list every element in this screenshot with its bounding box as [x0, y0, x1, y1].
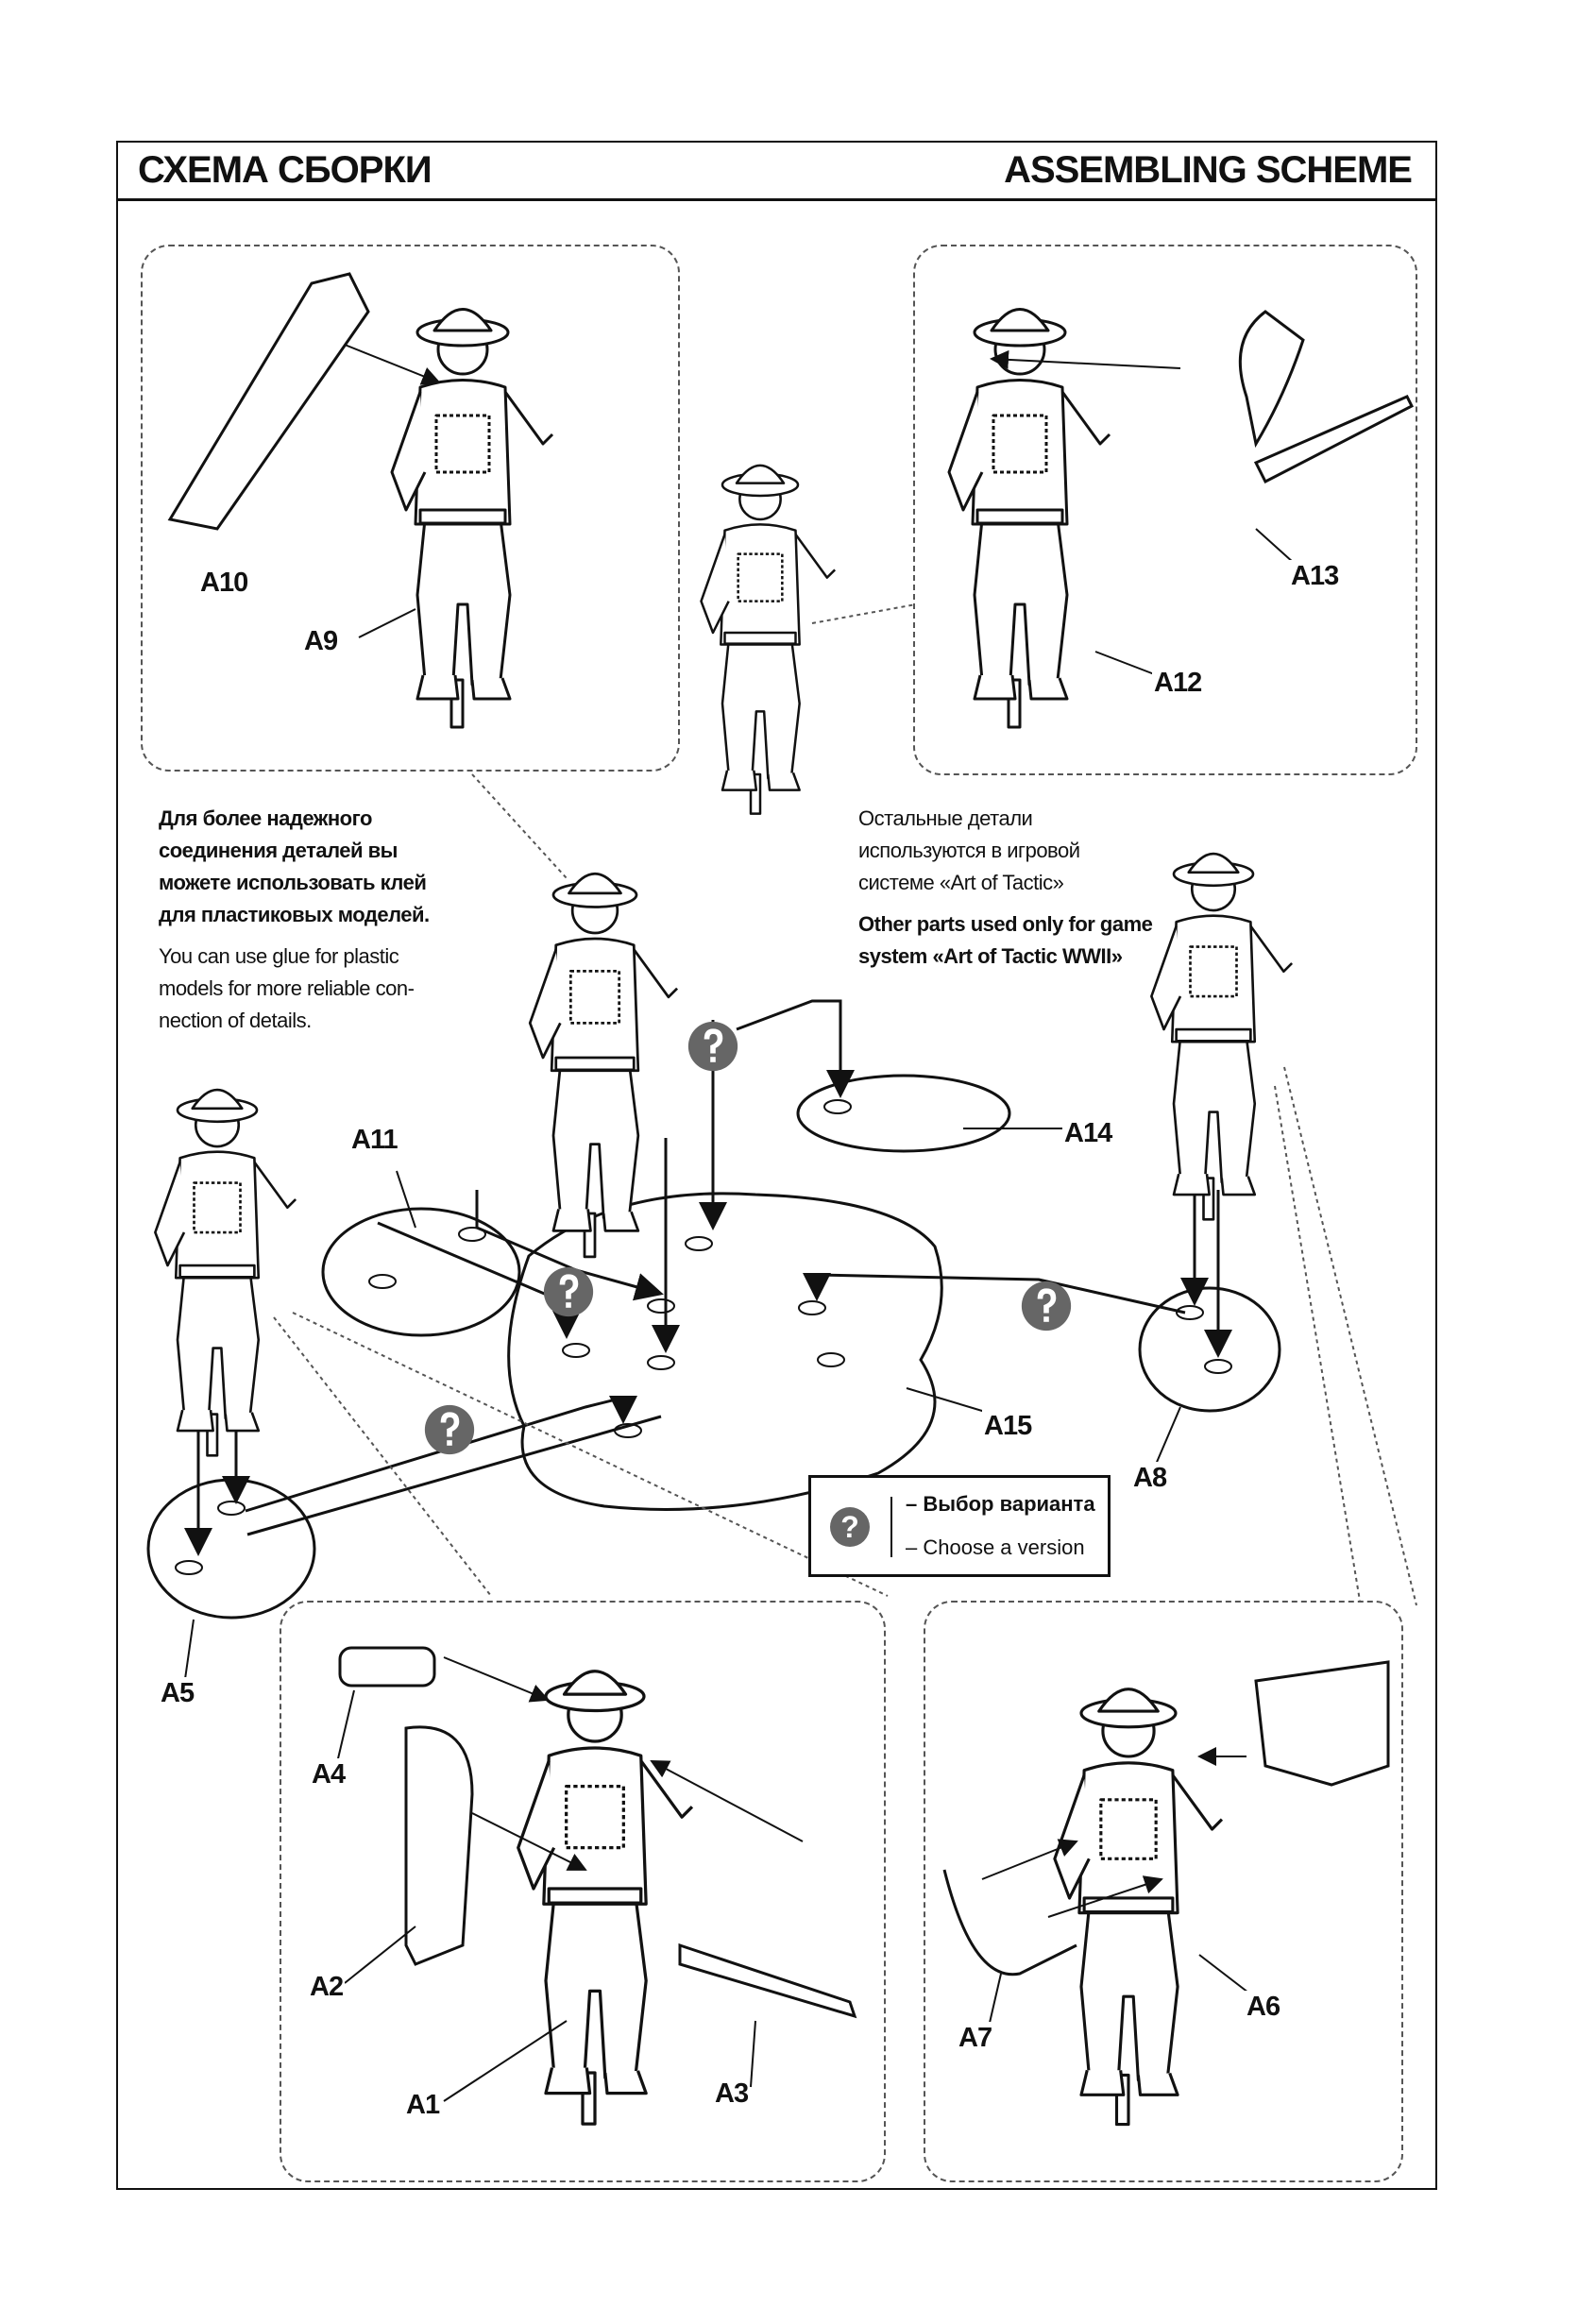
other-note-en-line: Other parts used only for game — [858, 912, 1153, 936]
panel-a12-a13 — [913, 245, 1417, 775]
part-label-a9: A9 — [302, 625, 340, 657]
part-label-a6: A6 — [1245, 1991, 1282, 2023]
page-frame — [116, 141, 1437, 2190]
legend-box: ? – Выбор варианта – Choose a version — [808, 1475, 1111, 1577]
soldier-figure-rifleman — [700, 464, 837, 815]
panel-a6-a7 — [924, 1601, 1403, 2182]
part-label-a15: A15 — [982, 1410, 1034, 1442]
part-label-a10: A10 — [198, 567, 250, 599]
base-a5 — [146, 1478, 316, 1620]
other-note-en-line: system «Art of Tactic WWII» — [858, 944, 1123, 968]
question-mark-icon — [543, 1266, 594, 1317]
glue-note-ru-line: соединения деталей вы — [159, 839, 398, 862]
soldier-figure-binoculars — [154, 1088, 297, 1457]
part-label-a14: A14 — [1062, 1117, 1114, 1149]
soldier-figure-a12 — [947, 308, 1111, 729]
glue-note-ru-line: Для более надежного — [159, 806, 372, 830]
base-a15 — [507, 1192, 943, 1511]
other-note-ru-line: системе «Art of Tactic» — [858, 871, 1064, 894]
part-label-a11: A11 — [349, 1124, 399, 1156]
part-label-a8: A8 — [1131, 1462, 1169, 1494]
soldier-figure-radio — [1149, 852, 1294, 1221]
part-label-a1: A1 — [404, 2089, 442, 2121]
title-english: ASSEMBLING SCHEME — [1004, 149, 1413, 191]
legend-label-en: – Choose a version — [906, 1535, 1085, 1559]
part-label-a12: A12 — [1152, 667, 1204, 699]
panel-a1-a4 — [280, 1601, 886, 2182]
glue-note-ru-line: для пластиковых моделей. — [159, 903, 430, 926]
other-note-ru-line: используются в игровой — [858, 839, 1080, 862]
other-parts-note: Остальные детали используются в игровой … — [858, 803, 1153, 973]
legend-label-ru: – Выбор варианта — [906, 1492, 1095, 1516]
part-label-a3: A3 — [713, 2078, 751, 2110]
part-label-a13: A13 — [1289, 560, 1341, 592]
part-label-a7: A7 — [957, 2022, 994, 2054]
title-russian: СХЕМА СБОРКИ — [138, 149, 432, 191]
glue-note-ru-line: можете использовать клей — [159, 871, 427, 894]
header-divider — [116, 198, 1437, 201]
panel-a9-a10 — [141, 245, 680, 772]
question-mark-icon — [687, 1021, 738, 1072]
glue-note-en-line: models for more reliable con- — [159, 976, 415, 1000]
glue-note-en-line: You can use glue for plastic — [159, 944, 399, 968]
part-label-a5: A5 — [159, 1677, 196, 1709]
part-label-a4: A4 — [310, 1758, 348, 1790]
soldier-figure-a9 — [390, 308, 554, 729]
base-a14 — [796, 1074, 1011, 1153]
other-note-ru-line: Остальные детали — [858, 806, 1033, 830]
soldier-figure-a1 — [517, 1670, 694, 2126]
question-mark-icon — [424, 1404, 475, 1455]
part-label-a2: A2 — [308, 1971, 346, 2003]
glue-note: Для более надежного соединения деталей в… — [159, 803, 430, 1037]
question-mark-icon: ? — [830, 1507, 870, 1547]
question-mark-icon — [1021, 1281, 1072, 1332]
legend-divider — [890, 1497, 892, 1557]
glue-note-en-line: nection of details. — [159, 1009, 312, 1032]
